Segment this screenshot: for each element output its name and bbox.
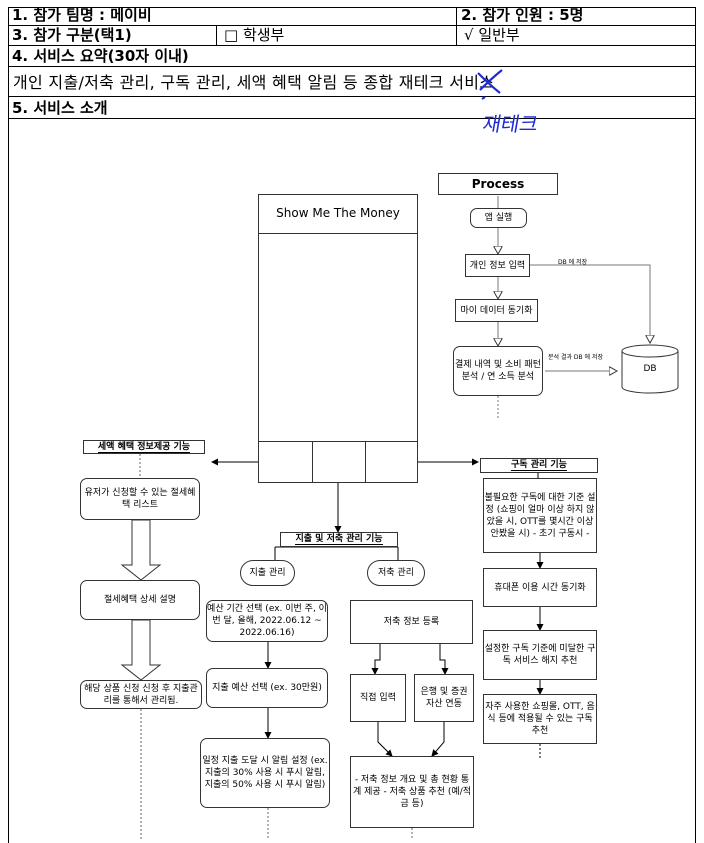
header-row-3: 4. 서비스 요약(30자 이내): [8, 46, 696, 67]
participant-count: 2. 참가 인원 : 5명: [461, 6, 584, 24]
team-name: 1. 참가 팀명 : 메이비: [12, 6, 152, 24]
phone-mockup: Show Me The Money: [258, 194, 418, 483]
saving-stats-box: - 저축 정보 개요 및 총 현황 통계 제공 - 저축 상품 추천 (예/적금…: [350, 756, 474, 828]
option-student: □ 학생부: [224, 26, 285, 44]
phone-tab-1[interactable]: [259, 441, 313, 482]
phone-title: Show Me The Money: [276, 206, 400, 220]
tax-list-box: 유저가 신청할 수 있는 절세혜택 리스트: [80, 478, 200, 520]
spending-alert-box: 일정 지출 도달 시 알림 설정 (ex. 지출의 30% 사용 시 푸시 알림…: [200, 738, 330, 808]
intro-label: 5. 서비스 소개: [12, 99, 108, 117]
header-row-2: 3. 참가 구분(택1) □ 학생부 √ 일반부: [8, 26, 696, 46]
subscription-title: 구독 관리 기능: [480, 458, 598, 473]
intro-row: 5. 서비스 소개: [8, 97, 696, 119]
process-step-analysis: 결제 내역 및 소비 패턴 분석 / 연 소득 분석: [453, 346, 543, 396]
saving-manual-box: 직접 입력: [350, 674, 406, 722]
summary-label: 4. 서비스 요약(30자 이내): [12, 47, 189, 65]
subscription-cancel-box: 설정한 구독 기준에 미달한 구독 서비스 해지 추천: [483, 630, 597, 680]
db-note-2: 분석 결과 DB 에 저장: [548, 354, 604, 361]
summary-text: 개인 지출/저축 관리, 구독 관리, 세액 혜택 알림 등 종합 재테크 서비…: [13, 73, 495, 92]
subscription-recommend-box: 자주 사용한 쇼핑몰, OTT, 음식 등에 적용될 수 있는 구독 추천: [483, 694, 597, 744]
saving-register-box: 저축 정보 등록: [350, 600, 473, 644]
spending-budget-box: 지출 예산 선택 (ex. 30만원): [206, 668, 328, 708]
db-note-1: DB 에 저장: [558, 259, 588, 266]
process-step-personal-info: 개인 정보 입력: [465, 254, 530, 277]
process-step-launch: 앱 실행: [470, 208, 527, 228]
db-label: DB: [643, 364, 657, 374]
tax-section-title: 세액 혜택 정보제공 기능: [83, 440, 205, 454]
process-title: Process: [438, 173, 558, 195]
header-row-1: 1. 참가 팀명 : 메이비 2. 참가 인원 : 5명: [8, 7, 696, 26]
process-step-mydata-sync: 마이 데이터 동기화: [455, 299, 538, 322]
phone-tab-3[interactable]: [365, 441, 417, 482]
category-label: 3. 참가 구분(택1): [12, 26, 132, 44]
tax-detail-box: 절세혜택 상세 설명: [80, 580, 200, 620]
saving-bank-sync-box: 은행 및 증권 자산 연동: [414, 674, 474, 722]
saving-title: 저축 관리: [367, 560, 425, 586]
document-frame: [8, 7, 696, 843]
phone-tab-2[interactable]: [312, 441, 366, 482]
option-general: √ 일반부: [464, 26, 520, 44]
tax-apply-box: 해당 상품 신청 신청 후 지출관리를 통해서 관리됨.: [80, 680, 202, 709]
summary-row: [8, 67, 696, 97]
spending-period-box: 예산 기간 선택 (ex. 이번 주, 이번 달, 올해, 2022.06.12…: [206, 600, 328, 642]
phone-usage-sync-box: 휴대폰 이용 시간 동기화: [483, 568, 597, 607]
spending-saving-title: 지출 및 저축 관리 기능: [280, 532, 398, 547]
spending-title: 지출 관리: [240, 560, 295, 586]
subscription-criteria-box: 불필요한 구독에 대한 기준 설정 (쇼핑이 얼마 이상 하지 않았을 시, O…: [483, 478, 597, 553]
